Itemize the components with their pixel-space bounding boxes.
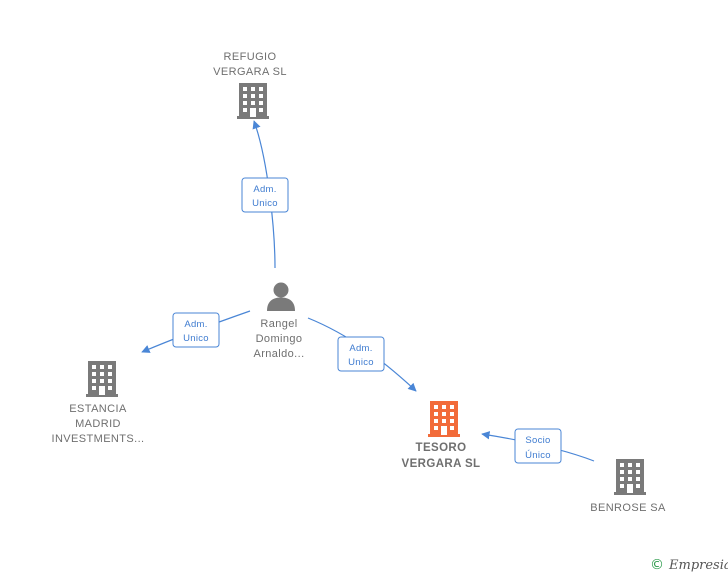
node-rangel-domingo[interactable]: Rangel Domingo Arnaldo... xyxy=(253,282,304,361)
edge-benrose-tesoro: Socio Único xyxy=(481,428,595,464)
edge-label-box[interactable] xyxy=(514,428,562,464)
edge-label-line-1: Adm. xyxy=(349,343,372,354)
node-label-line-2: MADRID xyxy=(75,418,121,430)
edge-label-box[interactable] xyxy=(172,312,220,348)
node-label-line-1: TESORO xyxy=(416,442,467,454)
node-label-line-2: VERGARA SL xyxy=(213,66,287,78)
node-estancia-madrid[interactable]: ESTANCIA MADRID INVESTMENTS... xyxy=(52,361,145,445)
copyright-icon: © xyxy=(650,557,664,573)
node-label-line-1: ESTANCIA xyxy=(69,403,127,415)
edge-label-line-2: Unico xyxy=(252,198,278,209)
building-icon xyxy=(428,401,460,437)
node-label-line-2: VERGARA SL xyxy=(402,458,481,470)
node-label-line-1: Rangel xyxy=(260,318,297,330)
edge-label-line-2: Unico xyxy=(183,333,209,344)
building-icon xyxy=(614,459,646,495)
edge-label-line-2: Único xyxy=(525,450,551,461)
edge-rangel-refugio: Adm. Unico xyxy=(241,120,289,269)
node-benrose[interactable]: BENROSE SA xyxy=(590,459,666,514)
edge-rangel-tesoro: Adm. Unico xyxy=(307,317,417,392)
edge-label-box[interactable] xyxy=(241,177,289,213)
node-label-line-1: REFUGIO xyxy=(224,51,277,63)
edge-rangel-estancia: Adm. Unico xyxy=(141,310,251,353)
node-refugio-vergara[interactable]: REFUGIO VERGARA SL xyxy=(213,51,287,119)
node-label-line-1: BENROSE SA xyxy=(590,502,666,514)
node-tesoro-vergara[interactable]: TESORO VERGARA SL xyxy=(402,401,481,470)
footer-brand: © Empresia xyxy=(650,557,728,573)
brand-name: Empresia xyxy=(668,558,728,573)
edge-label-line-2: Unico xyxy=(348,357,374,368)
edge-label-line-1: Adm. xyxy=(253,184,276,195)
node-label-line-3: INVESTMENTS... xyxy=(52,433,145,445)
node-label-line-3: Arnaldo... xyxy=(253,348,304,360)
edge-label-line-1: Socio xyxy=(525,435,550,446)
building-icon xyxy=(237,83,269,119)
edge-label-line-1: Adm. xyxy=(184,319,207,330)
edge-label-box[interactable] xyxy=(337,336,385,372)
person-icon xyxy=(267,282,295,311)
node-label-line-2: Domingo xyxy=(256,333,303,345)
building-icon xyxy=(86,361,118,397)
